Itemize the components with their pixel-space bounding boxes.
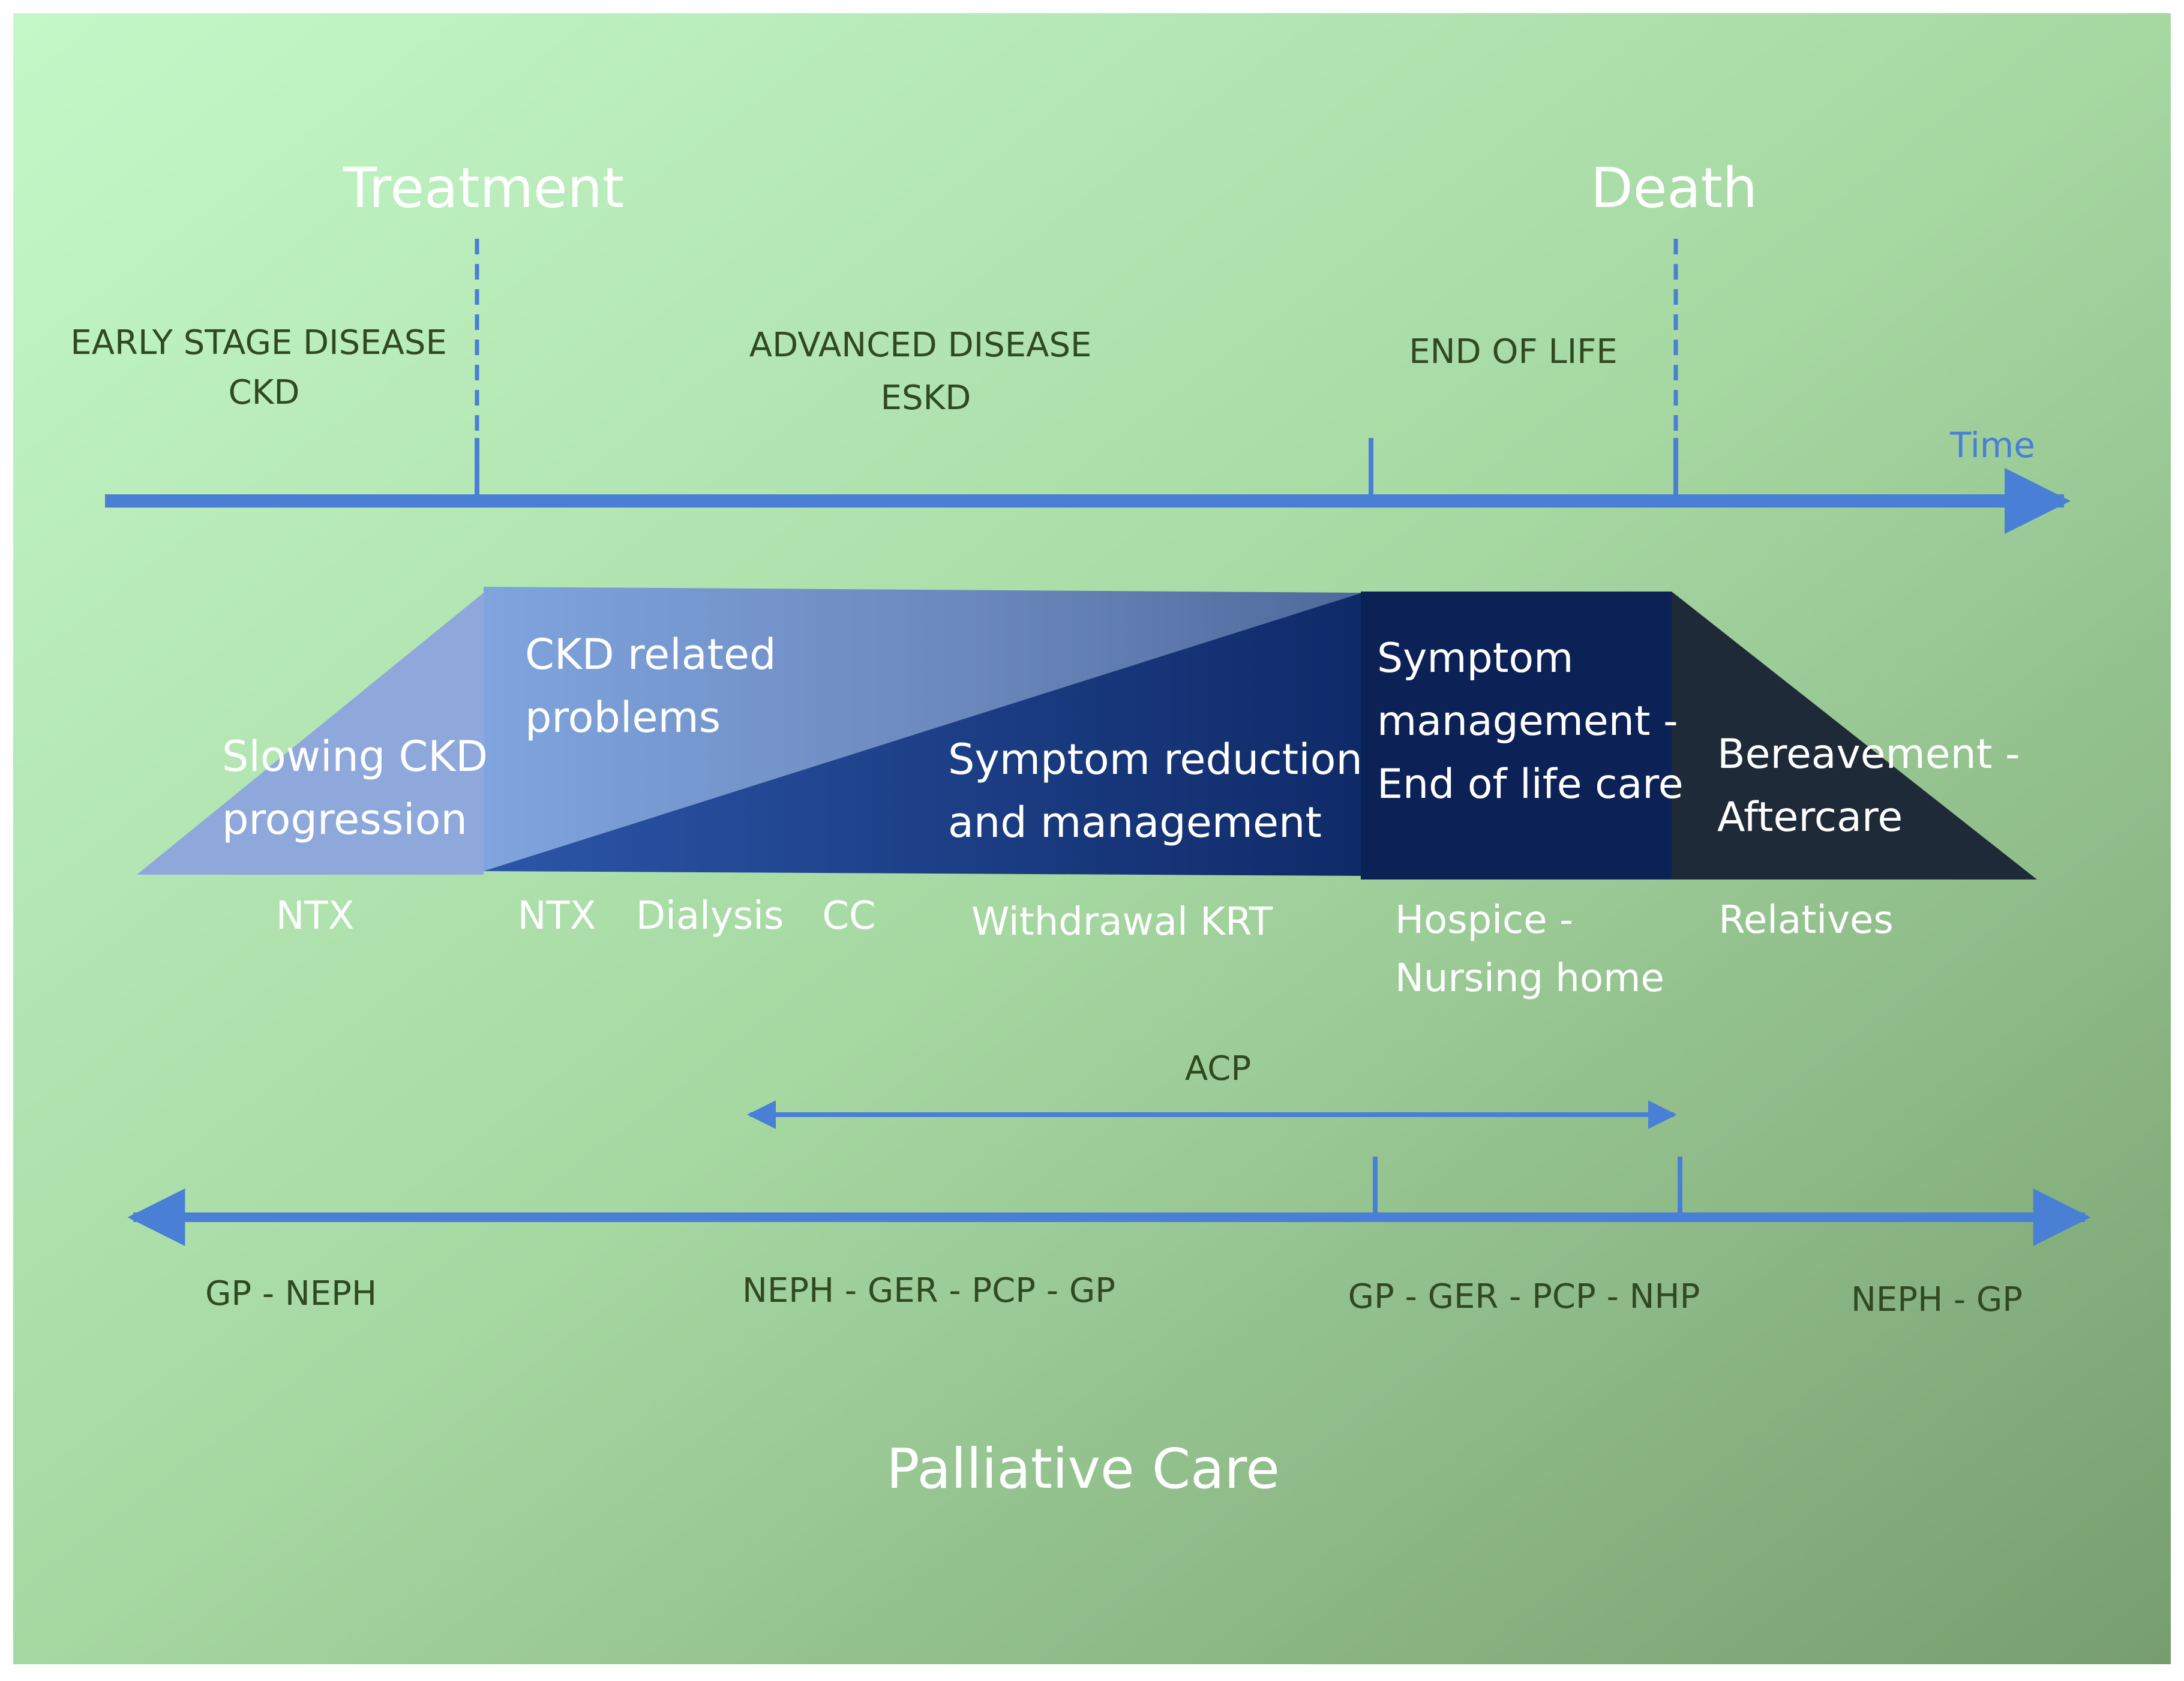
symptom-management-line3: End of life care	[1377, 761, 1684, 808]
treatment-ntx-early: NTX	[276, 894, 355, 938]
palliative-care-title: Palliative Care	[886, 1437, 1280, 1501]
time-axis-label: Time	[1949, 425, 2035, 466]
acp-label: ACP	[1185, 1049, 1251, 1088]
hospice-line2: Nursing home	[1395, 956, 1664, 1001]
phase-early-label: EARLY STAGE DISEASE CKD	[70, 323, 457, 412]
death-marker-label: Death	[1591, 156, 1757, 220]
symptom-reduction-line2: and management	[948, 798, 1322, 847]
ckd-related-line1: CKD related	[525, 630, 776, 679]
phase-early-line1: EARLY STAGE DISEASE	[70, 323, 446, 362]
symptom-management-shape	[1361, 592, 1672, 879]
provider-label-2: NEPH - GER - PCP - GP	[742, 1271, 1115, 1310]
provider-label-3: GP - GER - PCP - NHP	[1348, 1277, 1700, 1316]
phase-advanced-line2: ESKD	[881, 379, 971, 418]
treatment-cc: CC	[822, 894, 875, 938]
treatment-withdrawal-krt: Withdrawal KRT	[971, 900, 1273, 944]
symptom-management-line2: management -	[1377, 698, 1678, 745]
slowing-progression-text: Slowing CKD progression	[222, 732, 501, 844]
ckd-related-shape	[484, 587, 1362, 871]
ckd-related-line2: problems	[525, 693, 721, 742]
symptom-management-line1: Symptom	[1377, 635, 1573, 682]
phase-advanced-label: ADVANCED DISEASE ESKD	[749, 326, 1102, 418]
bereavement-line1: Bereavement -	[1717, 731, 2020, 778]
slowing-line2: progression	[222, 795, 467, 844]
slowing-line1: Slowing CKD	[222, 732, 488, 781]
treatment-hospice: Hospice - Nursing home	[1395, 898, 1664, 1001]
bereavement-text: Bereavement - Aftercare	[1717, 731, 2033, 841]
treatment-dialysis: Dialysis	[636, 894, 784, 938]
symptom-management-text: Symptom management - End of life care	[1377, 635, 1691, 808]
symptom-reduction-shape	[484, 593, 1362, 876]
phase-early-line2: CKD	[229, 373, 300, 412]
provider-label-1: GP - NEPH	[205, 1274, 377, 1313]
treatment-relatives: Relatives	[1718, 898, 1893, 942]
symptom-reduction-line1: Symptom reduction	[948, 735, 1363, 784]
provider-label-4: NEPH - GP	[1851, 1280, 2023, 1319]
symptom-reduction-text: Symptom reduction and management	[948, 735, 1376, 847]
hospice-line1: Hospice -	[1395, 898, 1573, 942]
phase-end-of-life-label: END OF LIFE	[1409, 332, 1618, 371]
bereavement-line2: Aftercare	[1717, 794, 1903, 841]
ckd-related-text: CKD related problems	[525, 630, 790, 742]
phase-advanced-line1: ADVANCED DISEASE	[749, 326, 1092, 365]
treatment-ntx: NTX	[518, 894, 596, 938]
treatment-marker-label: Treatment	[343, 156, 624, 220]
slowing-progression-shape	[137, 593, 484, 875]
bereavement-shape	[1672, 592, 2037, 879]
